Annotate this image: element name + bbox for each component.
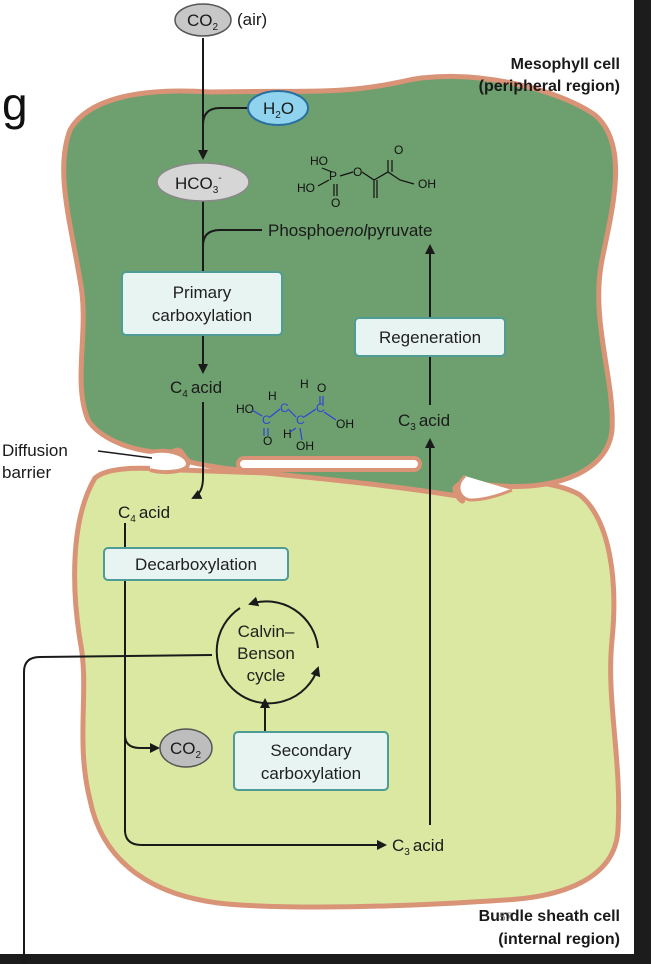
malate-bonds xyxy=(251,396,337,441)
line-pep-join xyxy=(202,229,262,247)
pep-atom-p: P xyxy=(329,169,337,183)
secondary-line2: carboxylation xyxy=(261,764,361,783)
malate-atom-o-left: O xyxy=(263,434,272,448)
primary-line1: Primary xyxy=(173,283,232,302)
bundle-sheath-title: Bundle sheath cell xyxy=(479,908,620,925)
malate-atom-o-top: O xyxy=(317,381,326,395)
diffusion-pointer xyxy=(97,450,153,459)
malate-carbon-2: C xyxy=(280,401,289,415)
decarboxylation-box xyxy=(103,547,289,581)
co2-air-oval xyxy=(174,3,232,37)
air-label: (air) xyxy=(237,10,267,29)
line-calvin-output xyxy=(23,654,213,964)
water-label: H2O xyxy=(263,99,294,121)
calvin-line3: cycle xyxy=(247,666,286,685)
co2-inner-oval xyxy=(159,728,213,768)
line-h2o-join xyxy=(202,107,250,126)
malate-carbon-4: C xyxy=(316,401,325,415)
calvin-cycle-ring xyxy=(215,607,321,705)
pep-atom-ho-top: HO xyxy=(310,154,328,168)
diffusion-notch-left xyxy=(149,448,191,474)
malate-carbon-3: C xyxy=(296,413,305,427)
secondary-line1: Secondary xyxy=(270,741,352,760)
malate-atom-ho: HO xyxy=(236,402,254,416)
arrow-decarb-to-c3 xyxy=(124,829,387,850)
regeneration-label: Regeneration xyxy=(379,328,481,347)
secondary-carboxylation-box xyxy=(233,731,389,791)
page-edge-strip xyxy=(634,0,651,964)
bicarbonate-oval xyxy=(156,162,250,202)
primary-carboxylation-box xyxy=(121,271,283,336)
co2-inner-label: CO2 xyxy=(170,739,202,761)
diffusion-label-line2: barrier xyxy=(2,463,51,482)
primary-line2: carboxylation xyxy=(152,306,252,325)
calvin-line2: Benson xyxy=(237,644,295,663)
pep-atom-oh: OH xyxy=(418,177,436,191)
malate-atom-oh-bottom: OH xyxy=(296,439,314,453)
pep-bonds xyxy=(317,160,415,198)
calvin-line1: Calvin– xyxy=(238,622,295,641)
malate-carbon-1: C xyxy=(262,413,271,427)
diffusion-label-line1: Diffusion xyxy=(2,441,68,460)
co2-air-label: CO2 xyxy=(187,11,219,33)
regeneration-box xyxy=(354,317,506,357)
diffusion-notch-right xyxy=(457,474,513,502)
pep-atom-o-phosphate: O xyxy=(331,196,340,210)
pep-structure: HO HO P O O O OH O xyxy=(297,143,436,210)
pep-atom-o-bridge: O xyxy=(353,165,362,179)
malate-structure: HO O H H H O OH OH C C C C xyxy=(236,377,354,453)
bundle-sheath-overlay-digits: 57 xyxy=(499,910,513,924)
bundle-sheath-subtitle: (internal region) xyxy=(498,931,620,948)
malate-atom-h3: H xyxy=(283,427,292,441)
diffusion-slot xyxy=(236,456,422,472)
decarboxylation-label: Decarboxylation xyxy=(135,555,257,574)
water-oval xyxy=(247,90,309,126)
malate-atom-h1: H xyxy=(268,389,277,403)
pep-atom-o-carbonyl: O xyxy=(394,143,403,157)
malate-atom-oh-right: OH xyxy=(336,417,354,431)
bottom-edge-strip xyxy=(0,954,651,964)
arrow-decarb-to-co2 xyxy=(124,734,160,753)
arrow-c4-to-bundle xyxy=(191,402,204,499)
bicarbonate-label: HCO3- xyxy=(175,173,222,196)
pep-label: Phosphoenolpyruvate xyxy=(268,221,432,240)
mesophyll-title: Mesophyll cell xyxy=(511,56,620,73)
calvin-cycle-ring-tail xyxy=(248,596,319,649)
malate-atom-h2: H xyxy=(300,377,309,391)
pep-atom-ho-bottom: HO xyxy=(297,181,315,195)
mesophyll-subtitle: (peripheral region) xyxy=(479,78,620,95)
page-edge-letter: g xyxy=(2,78,28,130)
bundle-sheath-cell xyxy=(72,465,622,910)
